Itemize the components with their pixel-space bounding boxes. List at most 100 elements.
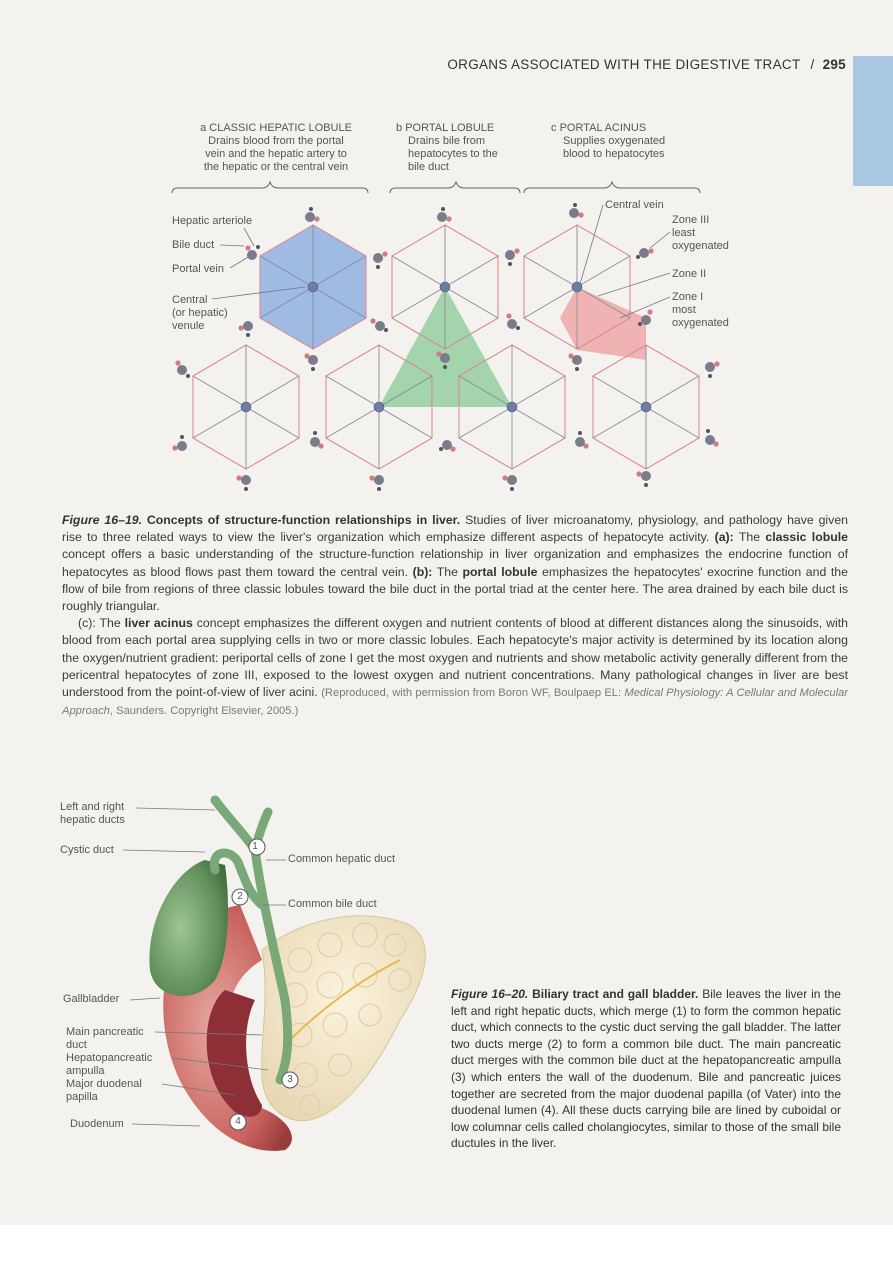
page-number: 295 bbox=[822, 57, 846, 72]
label-lr-1: Left and right bbox=[60, 801, 125, 813]
cap1-portal: portal lobule bbox=[462, 564, 538, 579]
label-hp-2: ampulla bbox=[66, 1065, 105, 1077]
panel-b-title: PORTAL LOBULE bbox=[405, 122, 495, 134]
panel-c-desc-2: blood to hepatocytes bbox=[563, 148, 665, 160]
panel-c-desc-1: Supplies oxygenated bbox=[563, 135, 666, 147]
panel-c-title: PORTAL ACINUS bbox=[559, 122, 647, 134]
label-cystic-duct: Cystic duct bbox=[60, 844, 114, 856]
main-pancreatic-duct-shape bbox=[289, 959, 401, 1041]
panel-c-heading: c PORTAL ACINUS Supplies oxygenated bloo… bbox=[551, 122, 701, 161]
panel-a-desc-3: the hepatic or the central vein bbox=[203, 161, 349, 173]
label-mp-2: duct bbox=[66, 1039, 87, 1051]
cap1-b: (b): bbox=[412, 564, 433, 579]
header-separator: / bbox=[810, 57, 815, 72]
label-mp-1: Main pancreatic bbox=[66, 1026, 144, 1038]
panel-a-heading: a CLASSIC HEPATIC LOBULE Drains blood fr… bbox=[176, 122, 376, 174]
cap1-reference: (Reproduced, with permission from Boron … bbox=[62, 687, 848, 717]
label-central-3: venule bbox=[172, 320, 205, 332]
caption-16-19: Figure 16–19. Concepts of structure-func… bbox=[62, 512, 848, 720]
label-md-1: Major duodenal bbox=[66, 1078, 142, 1090]
label-portal-vein: Portal vein bbox=[172, 263, 224, 275]
panel-a-desc-1: Drains blood from the portal bbox=[208, 135, 344, 147]
caption-16-19-para-2: (c): The liver acinus concept emphasizes… bbox=[62, 615, 848, 720]
cap1-text-3: concept offers a basic understanding of … bbox=[62, 547, 848, 579]
label-common-bile-duct: Common bile duct bbox=[288, 898, 377, 910]
panel-a-desc-2: vein and the hepatic artery to bbox=[205, 148, 347, 160]
label-main-pancreatic-duct: Main pancreatic duct bbox=[66, 1026, 144, 1052]
label-hepatopancreatic-ampulla: Hepatopancreatic ampulla bbox=[66, 1052, 152, 1078]
cap1-text-4: The bbox=[432, 564, 463, 579]
fig-16-19-label: Figure 16–19. bbox=[62, 513, 143, 527]
lobule-diagram bbox=[171, 180, 720, 491]
panel-braces bbox=[171, 180, 701, 194]
cap1-text-2: The bbox=[733, 530, 766, 545]
label-major-duodenal-papilla: Major duodenal papilla bbox=[66, 1078, 142, 1104]
marker-2-label: 2 bbox=[237, 891, 243, 902]
label-hepatic-arteriole: Hepatic arteriole bbox=[172, 215, 253, 227]
label-zone1-1: Zone I bbox=[672, 291, 704, 303]
portal-lobule-fill bbox=[379, 287, 512, 407]
cap1-acinus: liver acinus bbox=[124, 616, 193, 631]
label-gallbladder: Gallbladder bbox=[63, 993, 120, 1005]
label-md-2: papilla bbox=[66, 1091, 98, 1103]
fig-16-20-text: Bile leaves the liver in the left and ri… bbox=[451, 987, 841, 1151]
label-central-venule: Central (or hepatic) venule bbox=[172, 294, 228, 333]
label-central-1: Central bbox=[172, 294, 208, 306]
fig-16-20-label: Figure 16–20. bbox=[451, 987, 529, 1001]
panel-b-heading: b PORTAL LOBULE Drains bile from hepatoc… bbox=[396, 122, 526, 174]
cap1-text-1: Studies of liver microanatomy, physiolog… bbox=[62, 513, 848, 545]
label-zone1-2: most bbox=[672, 304, 696, 316]
leader-lines bbox=[211, 204, 671, 319]
cap1-ref-book: Medical Physiology: A Cellular and Molec… bbox=[62, 687, 848, 718]
panel-b-desc-1: Drains bile from bbox=[408, 135, 486, 147]
marker-3-label: 3 bbox=[287, 1074, 293, 1085]
marker-4-label: 4 bbox=[235, 1116, 241, 1127]
header-title: ORGANS ASSOCIATED WITH THE DIGESTIVE TRA… bbox=[447, 57, 801, 72]
fig2-leader-lines bbox=[122, 807, 286, 1127]
cap1-a: (a): bbox=[714, 530, 734, 545]
label-zone3-3: oxygenated bbox=[672, 240, 729, 252]
label-zone3-1: Zone III bbox=[672, 214, 710, 226]
cap1-text-5: emphasizes the hepatocytes' exocrine fun… bbox=[62, 564, 848, 614]
panel-a-letter: a bbox=[200, 122, 207, 134]
numbered-markers bbox=[229, 838, 299, 1131]
panel-b-letter: b bbox=[396, 122, 403, 134]
panel-b-desc-3: bile duct bbox=[408, 161, 449, 173]
label-central-2: (or hepatic) bbox=[172, 307, 228, 319]
marker-1-label: 1 bbox=[252, 841, 258, 852]
cap1-ref-1: (Reproduced, with permission from Boron … bbox=[321, 687, 625, 700]
portal-acinus-fill bbox=[560, 287, 646, 360]
cap1-classic: classic lobule bbox=[765, 530, 849, 545]
label-duodenum: Duodenum bbox=[70, 1118, 124, 1130]
label-zone3-2: least bbox=[672, 227, 696, 239]
page-bottom-margin bbox=[0, 1225, 893, 1263]
cap1-text-6: The bbox=[95, 616, 125, 631]
panel-c-letter: c bbox=[551, 122, 557, 134]
central-veins bbox=[240, 281, 652, 413]
portal-triads bbox=[172, 203, 720, 491]
label-zone1-3: oxygenated bbox=[672, 317, 729, 329]
cap1-text-7: concept emphasizes the different oxygen … bbox=[62, 616, 848, 700]
pancreas-shape bbox=[261, 915, 426, 1122]
label-central-vein: Central vein bbox=[605, 199, 664, 211]
panel-b-desc-2: hepatocytes to the bbox=[408, 148, 498, 160]
label-hp-1: Hepatopancreatic bbox=[66, 1052, 153, 1064]
label-zone-1: Zone I most oxygenated bbox=[672, 291, 729, 330]
caption-16-20: Figure 16–20. Biliary tract and gall bla… bbox=[451, 986, 841, 1152]
chapter-tab bbox=[853, 56, 893, 186]
duodenum-lumen bbox=[206, 990, 262, 1117]
label-lr-2: hepatic ducts bbox=[60, 814, 125, 826]
cap1-ref-2: , Saunders. Copyright Elsevier, 2005.) bbox=[109, 705, 299, 718]
label-zone-2: Zone II bbox=[672, 268, 707, 280]
cap1-c: (c): bbox=[78, 616, 96, 631]
biliary-tract-illustration bbox=[122, 795, 426, 1151]
caption-16-19-para-1: Figure 16–19. Concepts of structure-func… bbox=[62, 512, 848, 615]
label-zone-3: Zone III least oxygenated bbox=[672, 214, 729, 253]
fig-16-19-title: Concepts of structure-function relations… bbox=[146, 513, 461, 527]
panel-a-title: CLASSIC HEPATIC LOBULE bbox=[209, 122, 352, 134]
label-bile-duct: Bile duct bbox=[172, 239, 215, 251]
sinusoid-spokes bbox=[192, 225, 700, 469]
gallbladder-shape bbox=[149, 860, 228, 997]
fig-16-20-title: Biliary tract and gall bladder. bbox=[532, 987, 699, 1001]
